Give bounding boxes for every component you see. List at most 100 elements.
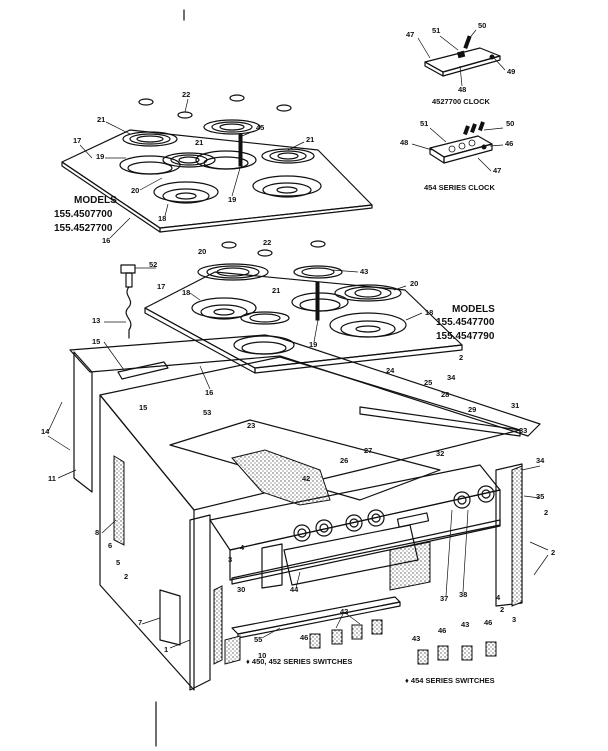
callout-18: 18 (158, 214, 166, 223)
coil-element (261, 148, 315, 164)
callout-2: 2 (124, 572, 128, 581)
clock-4527700 (424, 35, 501, 77)
callout-14: 14 (41, 427, 50, 436)
callout-15: 15 (139, 403, 147, 412)
range-cabinet (69, 334, 541, 691)
callout-38: 38 (459, 590, 467, 599)
callout-21: 21 (272, 286, 280, 295)
callout-19: 19 (96, 152, 104, 161)
lower-cooktop (144, 240, 463, 374)
callout-3: 3 (228, 555, 232, 564)
coil-element (203, 119, 261, 135)
model-label-lower: MODELS 155.4547700 155.4547790 (436, 304, 495, 342)
callout-15: 15 (92, 337, 100, 346)
callout-27: 27 (364, 446, 372, 455)
callout-35: 35 (536, 492, 544, 501)
callout-42: 42 (340, 607, 348, 616)
callout-17: 17 (157, 282, 165, 291)
callout-42: 42 (302, 474, 310, 483)
switch-row-450-452 (309, 619, 383, 649)
callout-11: 11 (48, 474, 56, 483)
callout-33: 33 (519, 426, 527, 435)
caption-switches-454: ♦ 454 SERIES SWITCHES (405, 676, 495, 685)
model-label-upper: MODELS 155.4507700 155.4527700 (54, 195, 117, 234)
drip-pan (252, 175, 322, 198)
switch-row-454 (417, 641, 497, 665)
wire-harness (120, 264, 136, 339)
callout-23: 23 (247, 421, 255, 430)
callout-48: 48 (458, 85, 466, 94)
callout-31: 31 (511, 401, 519, 410)
callout-22: 22 (263, 238, 271, 247)
control-knob (315, 519, 333, 537)
callout-52: 52 (149, 260, 157, 269)
callout-55: 55 (254, 635, 262, 644)
callout-28: 28 (441, 390, 449, 399)
callout-30: 30 (237, 585, 245, 594)
callout-47: 47 (493, 166, 501, 175)
callout-18: 18 (182, 288, 190, 297)
callout-50: 50 (506, 119, 514, 128)
control-knob (453, 491, 471, 509)
callout-44: 44 (290, 585, 299, 594)
drip-pan (195, 150, 257, 170)
callout-18: 18 (425, 308, 433, 317)
callout-5: 5 (116, 558, 120, 567)
model-number: 155.4527700 (54, 223, 113, 234)
models-heading: MODELS (74, 195, 117, 206)
callout-2: 2 (551, 548, 555, 557)
callout-53: 53 (203, 408, 211, 417)
callout-47: 47 (406, 30, 414, 39)
callout-22: 22 (182, 90, 190, 99)
callout-46: 46 (484, 618, 492, 627)
drip-pan (329, 312, 407, 338)
drip-pan (153, 181, 219, 204)
drip-pan (291, 292, 349, 312)
callout-6: 6 (108, 541, 112, 550)
callout-19: 19 (309, 340, 317, 349)
callout-10: 10 (258, 651, 266, 660)
coil-element (293, 265, 343, 279)
callout-3: 3 (512, 615, 516, 624)
callout-34: 34 (536, 456, 545, 465)
callout-4: 4 (496, 593, 501, 602)
callout-46: 46 (300, 633, 308, 642)
callout-49: 49 (507, 67, 515, 76)
callout-29: 29 (468, 405, 476, 414)
callout-21: 21 (306, 135, 314, 144)
callout-51: 51 (420, 119, 428, 128)
coil-element (334, 284, 402, 302)
callout-2: 2 (544, 508, 548, 517)
callout-43: 43 (461, 620, 469, 629)
callout-labels: 51 50 47 49 48 51 50 46 48 47 22 21 45 2… (41, 21, 555, 660)
callout-16: 16 (205, 388, 213, 397)
callout-20: 20 (410, 279, 418, 288)
model-number: 155.4547790 (436, 331, 495, 342)
callout-16: 16 (102, 236, 110, 245)
callout-21: 21 (97, 115, 105, 124)
callout-2: 2 (459, 353, 463, 362)
models-heading: MODELS (452, 304, 495, 315)
clock-454-series (429, 121, 493, 164)
callout-19: 19 (228, 195, 236, 204)
callout-34: 34 (447, 373, 456, 382)
coil-element (197, 263, 269, 281)
caption-clock-4527700: 4527700 CLOCK (432, 97, 491, 106)
coil-element (240, 311, 290, 325)
callout-45: 45 (256, 123, 264, 132)
model-number: 155.4547700 (436, 317, 495, 328)
control-knob (345, 514, 363, 532)
callout-37: 37 (440, 594, 448, 603)
callout-46: 46 (505, 139, 513, 148)
control-knob (477, 485, 495, 503)
leader-lines (47, 29, 549, 649)
callout-43: 43 (360, 267, 368, 276)
callout-26: 26 (340, 456, 348, 465)
callout-17: 17 (73, 136, 81, 145)
callout-1: 1 (164, 645, 168, 654)
callout-7: 7 (138, 618, 142, 627)
callout-50: 50 (478, 21, 486, 30)
upper-cooktop (61, 94, 373, 233)
callout-21: 21 (195, 138, 203, 147)
